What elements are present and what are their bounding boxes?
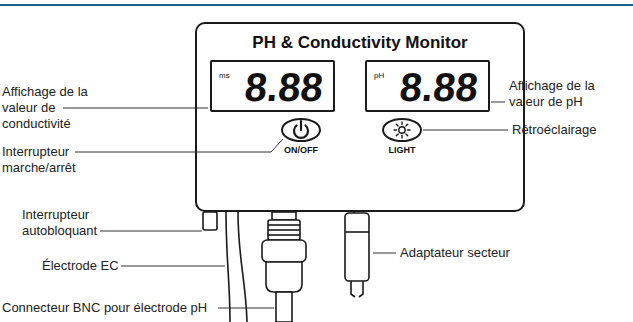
device-title: PH & Conductivity Monitor — [197, 33, 523, 53]
callout-label: Interrupteur marche/arrêt — [2, 144, 82, 176]
locking-switch — [203, 212, 217, 230]
callout-label: Rétroéclairage — [512, 122, 597, 138]
ec-cable — [238, 212, 247, 322]
sun-icon — [394, 122, 410, 138]
power-icon — [300, 121, 302, 130]
power-adapter — [345, 213, 369, 297]
leader-line — [63, 102, 508, 308]
button-label: ON/OFF — [284, 145, 318, 156]
light-button — [383, 119, 421, 141]
monitor-housing: PH & Conductivity Monitor ms 8.88 pH 8.88 — [195, 22, 525, 212]
display-reading: 8.88 — [243, 65, 325, 109]
callout-label: Affichage de la valeur de pH — [509, 78, 609, 110]
callout-label: Connecteur BNC pour électrode pH — [2, 300, 207, 316]
callout-label: Interrupteur autobloquant — [22, 207, 104, 239]
power-button — [282, 119, 320, 141]
display-reading: 8.88 — [398, 65, 480, 109]
ec-cable — [226, 212, 230, 322]
callout-label: Adaptateur secteur — [400, 245, 510, 261]
top-rule — [0, 4, 633, 6]
unit-label: pH — [374, 71, 384, 80]
button-label: LIGHT — [389, 145, 416, 156]
conductivity-display: ms 8.88 — [210, 60, 335, 112]
bnc-connector — [262, 212, 306, 322]
callout-label: Affichage de la valeur de conductivité — [2, 84, 98, 132]
ph-display: pH 8.88 — [365, 60, 490, 112]
callout-label: Électrode EC — [42, 258, 119, 274]
unit-label: ms — [219, 71, 230, 80]
